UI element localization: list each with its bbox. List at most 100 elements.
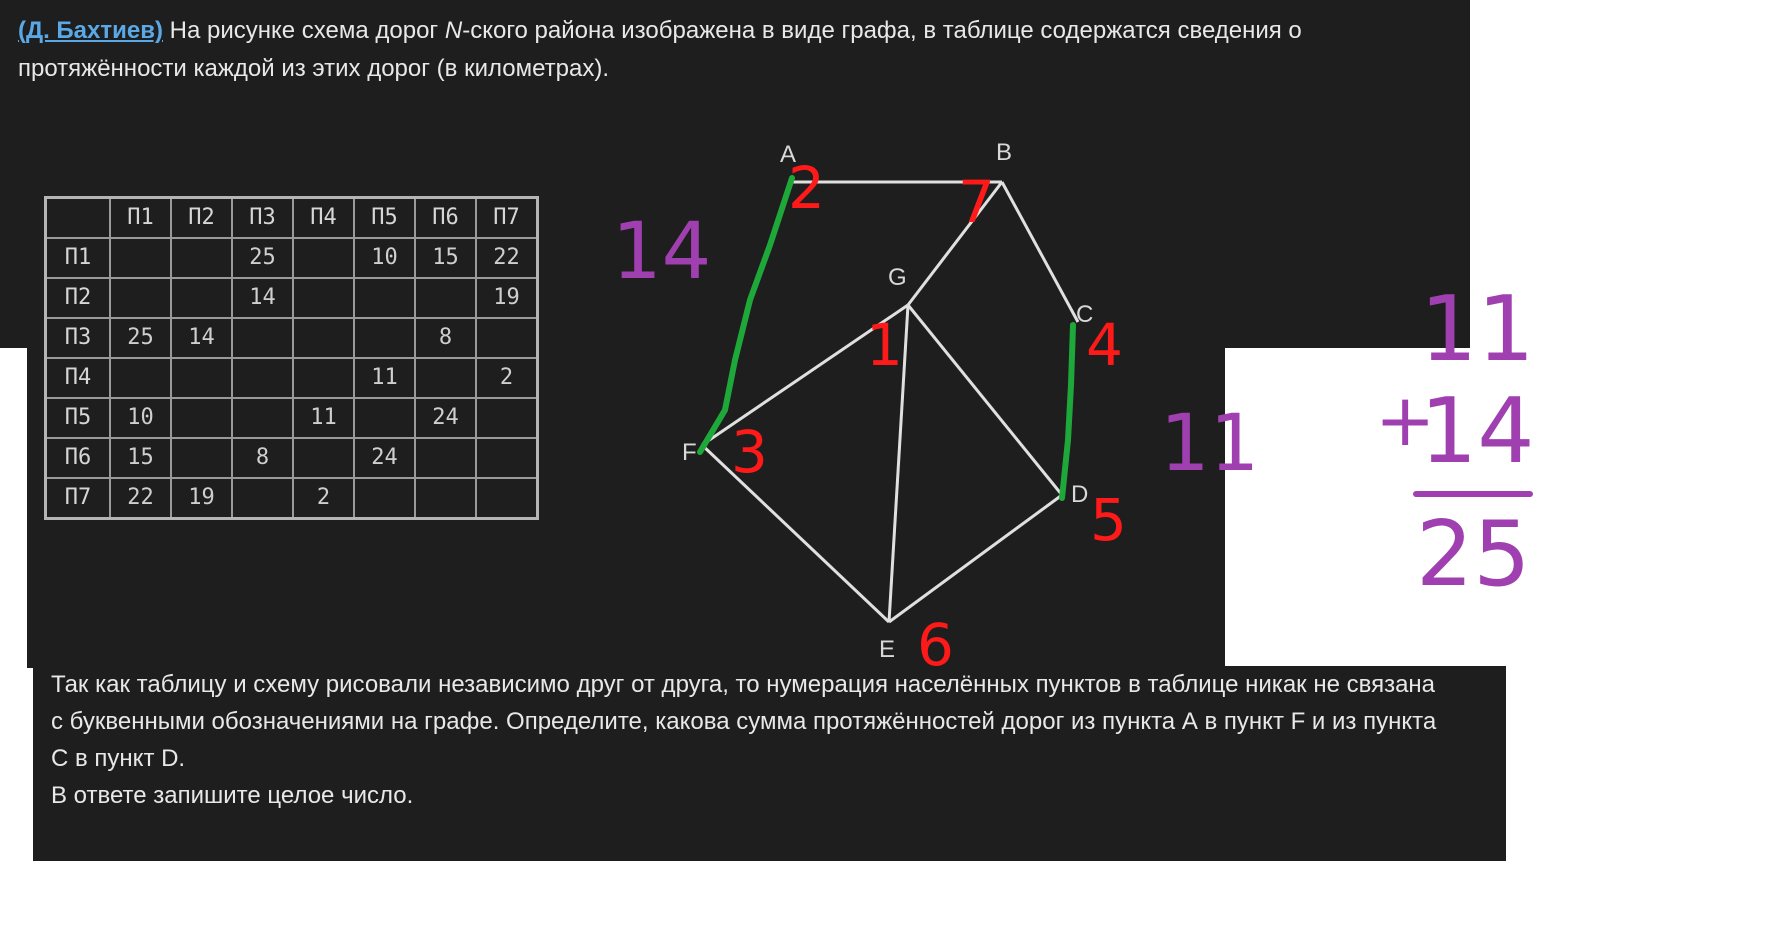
table-cell [475,477,539,520]
vertex-label-a: A [780,141,796,168]
table-corner-cell [44,196,111,239]
table-cell: 11 [353,357,416,399]
table-cell [170,397,233,439]
table-cell: 8 [231,437,294,479]
calc-a: 11 [1420,277,1535,382]
table-cell: 15 [109,437,172,479]
question-panel [33,666,1506,861]
edge-a-f-highlight [697,175,795,455]
edge-g-d [906,304,1064,496]
table-cell: 19 [170,477,233,520]
table-row-label: П4 [44,357,111,399]
table-cell: 25 [231,237,294,279]
table-cell: 2 [292,477,355,520]
table-header-cell: П6 [414,196,477,239]
author-link[interactable]: (Д. Бахтиев) [18,17,163,44]
table-cell [353,397,416,439]
intro-text: (Д. Бахтиев) На рисунке схема дорог N-ск… [18,12,1478,88]
table-cell [109,357,172,399]
degree-mark-e: 6 [917,611,954,679]
edge-g-e [887,304,910,623]
table-row-label: П7 [44,477,111,520]
table-cell: 10 [109,397,172,439]
table-cell: 24 [414,397,477,439]
table-cell [292,317,355,359]
table-cell: 15 [414,237,477,279]
table-cell [231,357,294,399]
table-cell [231,477,294,520]
table-cell [475,397,539,439]
table-row: П4 11 2 [44,357,539,399]
table-cell [170,437,233,479]
vertex-label-b: B [996,139,1012,166]
edge-g-f [701,303,909,447]
note-af-length: 14 [612,207,711,297]
table-cell: 19 [475,277,539,319]
table-row-label: П1 [44,237,111,279]
edge-f-e [700,443,891,624]
table-cell [109,237,172,279]
question-line-2: с буквенными обозначениями на графе. Опр… [51,708,1437,735]
table-cell: 14 [170,317,233,359]
table-header-cell: П5 [353,196,416,239]
table-cell [353,277,416,319]
question-line-1: Так как таблицу и схему рисовали независ… [51,671,1436,698]
table-cell [170,357,233,399]
table-cell: 22 [475,237,539,279]
table-cell: 10 [353,237,416,279]
vertex-label-g: G [888,264,907,291]
intro-part-end: -ского района изображена в виде графа, в… [462,17,1302,44]
table-header-cell: П4 [292,196,355,239]
note-cd-length: 11 [1160,399,1259,489]
edge-d-e [888,493,1063,624]
intro-line2: протяжённости каждой из этих дорог (в ки… [18,55,609,82]
table-cell: 14 [231,277,294,319]
table-cell: 11 [292,397,355,439]
degree-mark-c: 4 [1086,311,1123,379]
table-cell [170,277,233,319]
table-row-label: П3 [44,317,111,359]
degree-mark-f: 3 [731,418,768,486]
table-cell [231,317,294,359]
table-cell [353,317,416,359]
question-line-4: В ответе запишите целое число. [51,782,414,809]
table-header-cell: П3 [231,196,294,239]
table-cell [292,277,355,319]
table-header-cell: П7 [475,196,539,239]
vertex-label-d: D [1071,481,1088,508]
table-cell [353,477,416,520]
calc-b: 14 [1420,379,1535,484]
intro-italic-n: N [444,17,463,44]
degree-mark-d: 5 [1090,486,1127,554]
table-cell [109,277,172,319]
table-row-label: П5 [44,397,111,439]
table-cell: 8 [414,317,477,359]
table-cell [475,437,539,479]
calc-op: + [1375,378,1435,462]
vertex-label-e: E [879,636,895,663]
table-cell: 22 [109,477,172,520]
edge-b-g [906,181,1004,306]
table-cell [231,397,294,439]
edge-c-d-highlight [1059,322,1076,501]
degree-mark-a: 2 [788,154,825,222]
calc-result: 25 [1416,502,1531,607]
table-cell [414,477,477,520]
question-line-3: С в пункт D. [51,745,186,772]
table-cell [414,357,477,399]
table-cell: 2 [475,357,539,399]
degree-mark-g: 1 [866,311,903,379]
question-text: Так как таблицу и схему рисовали независ… [51,666,1496,814]
table-cell [292,237,355,279]
vertex-label-f: F [682,439,697,466]
intro-part: На рисунке схема дорог [162,17,445,44]
table-row-label: П6 [44,437,111,479]
table-cell: 24 [353,437,416,479]
